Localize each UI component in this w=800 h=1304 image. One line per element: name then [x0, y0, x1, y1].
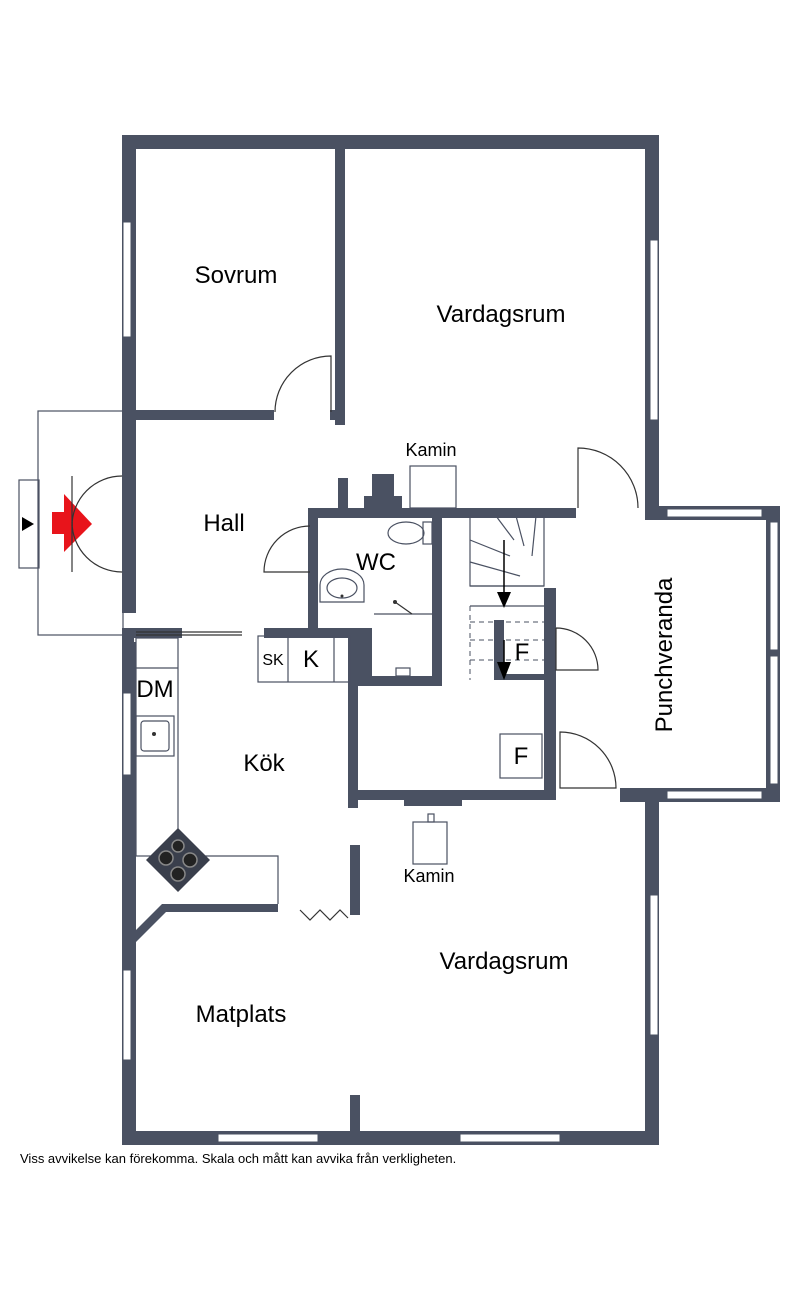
disclaimer-text: Viss avvikelse kan förekomma. Skala och … — [20, 1151, 457, 1166]
room-label-matplats: Matplats — [196, 1001, 287, 1028]
interior-walls — [134, 147, 576, 1135]
room-label-punchveranda: Punchveranda — [651, 577, 678, 732]
fixture-label-k: K — [303, 646, 319, 673]
windows — [122, 221, 779, 1143]
fixture-label-dm: DM — [136, 676, 173, 703]
room-label-hall: Hall — [203, 510, 244, 537]
staircase — [469, 515, 545, 680]
fixture-label-kamin-upper: Kamin — [405, 440, 456, 460]
doors — [136, 355, 639, 921]
wc-fixtures — [319, 521, 433, 677]
room-label-kok: Kök — [243, 750, 285, 777]
fixture-label-f-lower: F — [514, 743, 529, 770]
fixture-boxes — [409, 465, 543, 865]
room-label-sovrum: Sovrum — [195, 262, 278, 289]
fixture-label-f-upper: F — [515, 639, 530, 666]
room-label-vardagsrum-lower: Vardagsrum — [440, 948, 569, 975]
stove-icon — [146, 828, 210, 892]
fixture-label-sk: SK — [262, 652, 284, 669]
entrance-porch — [18, 410, 124, 636]
kitchen-counters — [135, 635, 351, 904]
fixture-label-kamin-lower: Kamin — [403, 866, 454, 886]
room-label-wc: WC — [356, 549, 396, 576]
room-label-vardagsrum-upper: Vardagsrum — [437, 301, 566, 328]
